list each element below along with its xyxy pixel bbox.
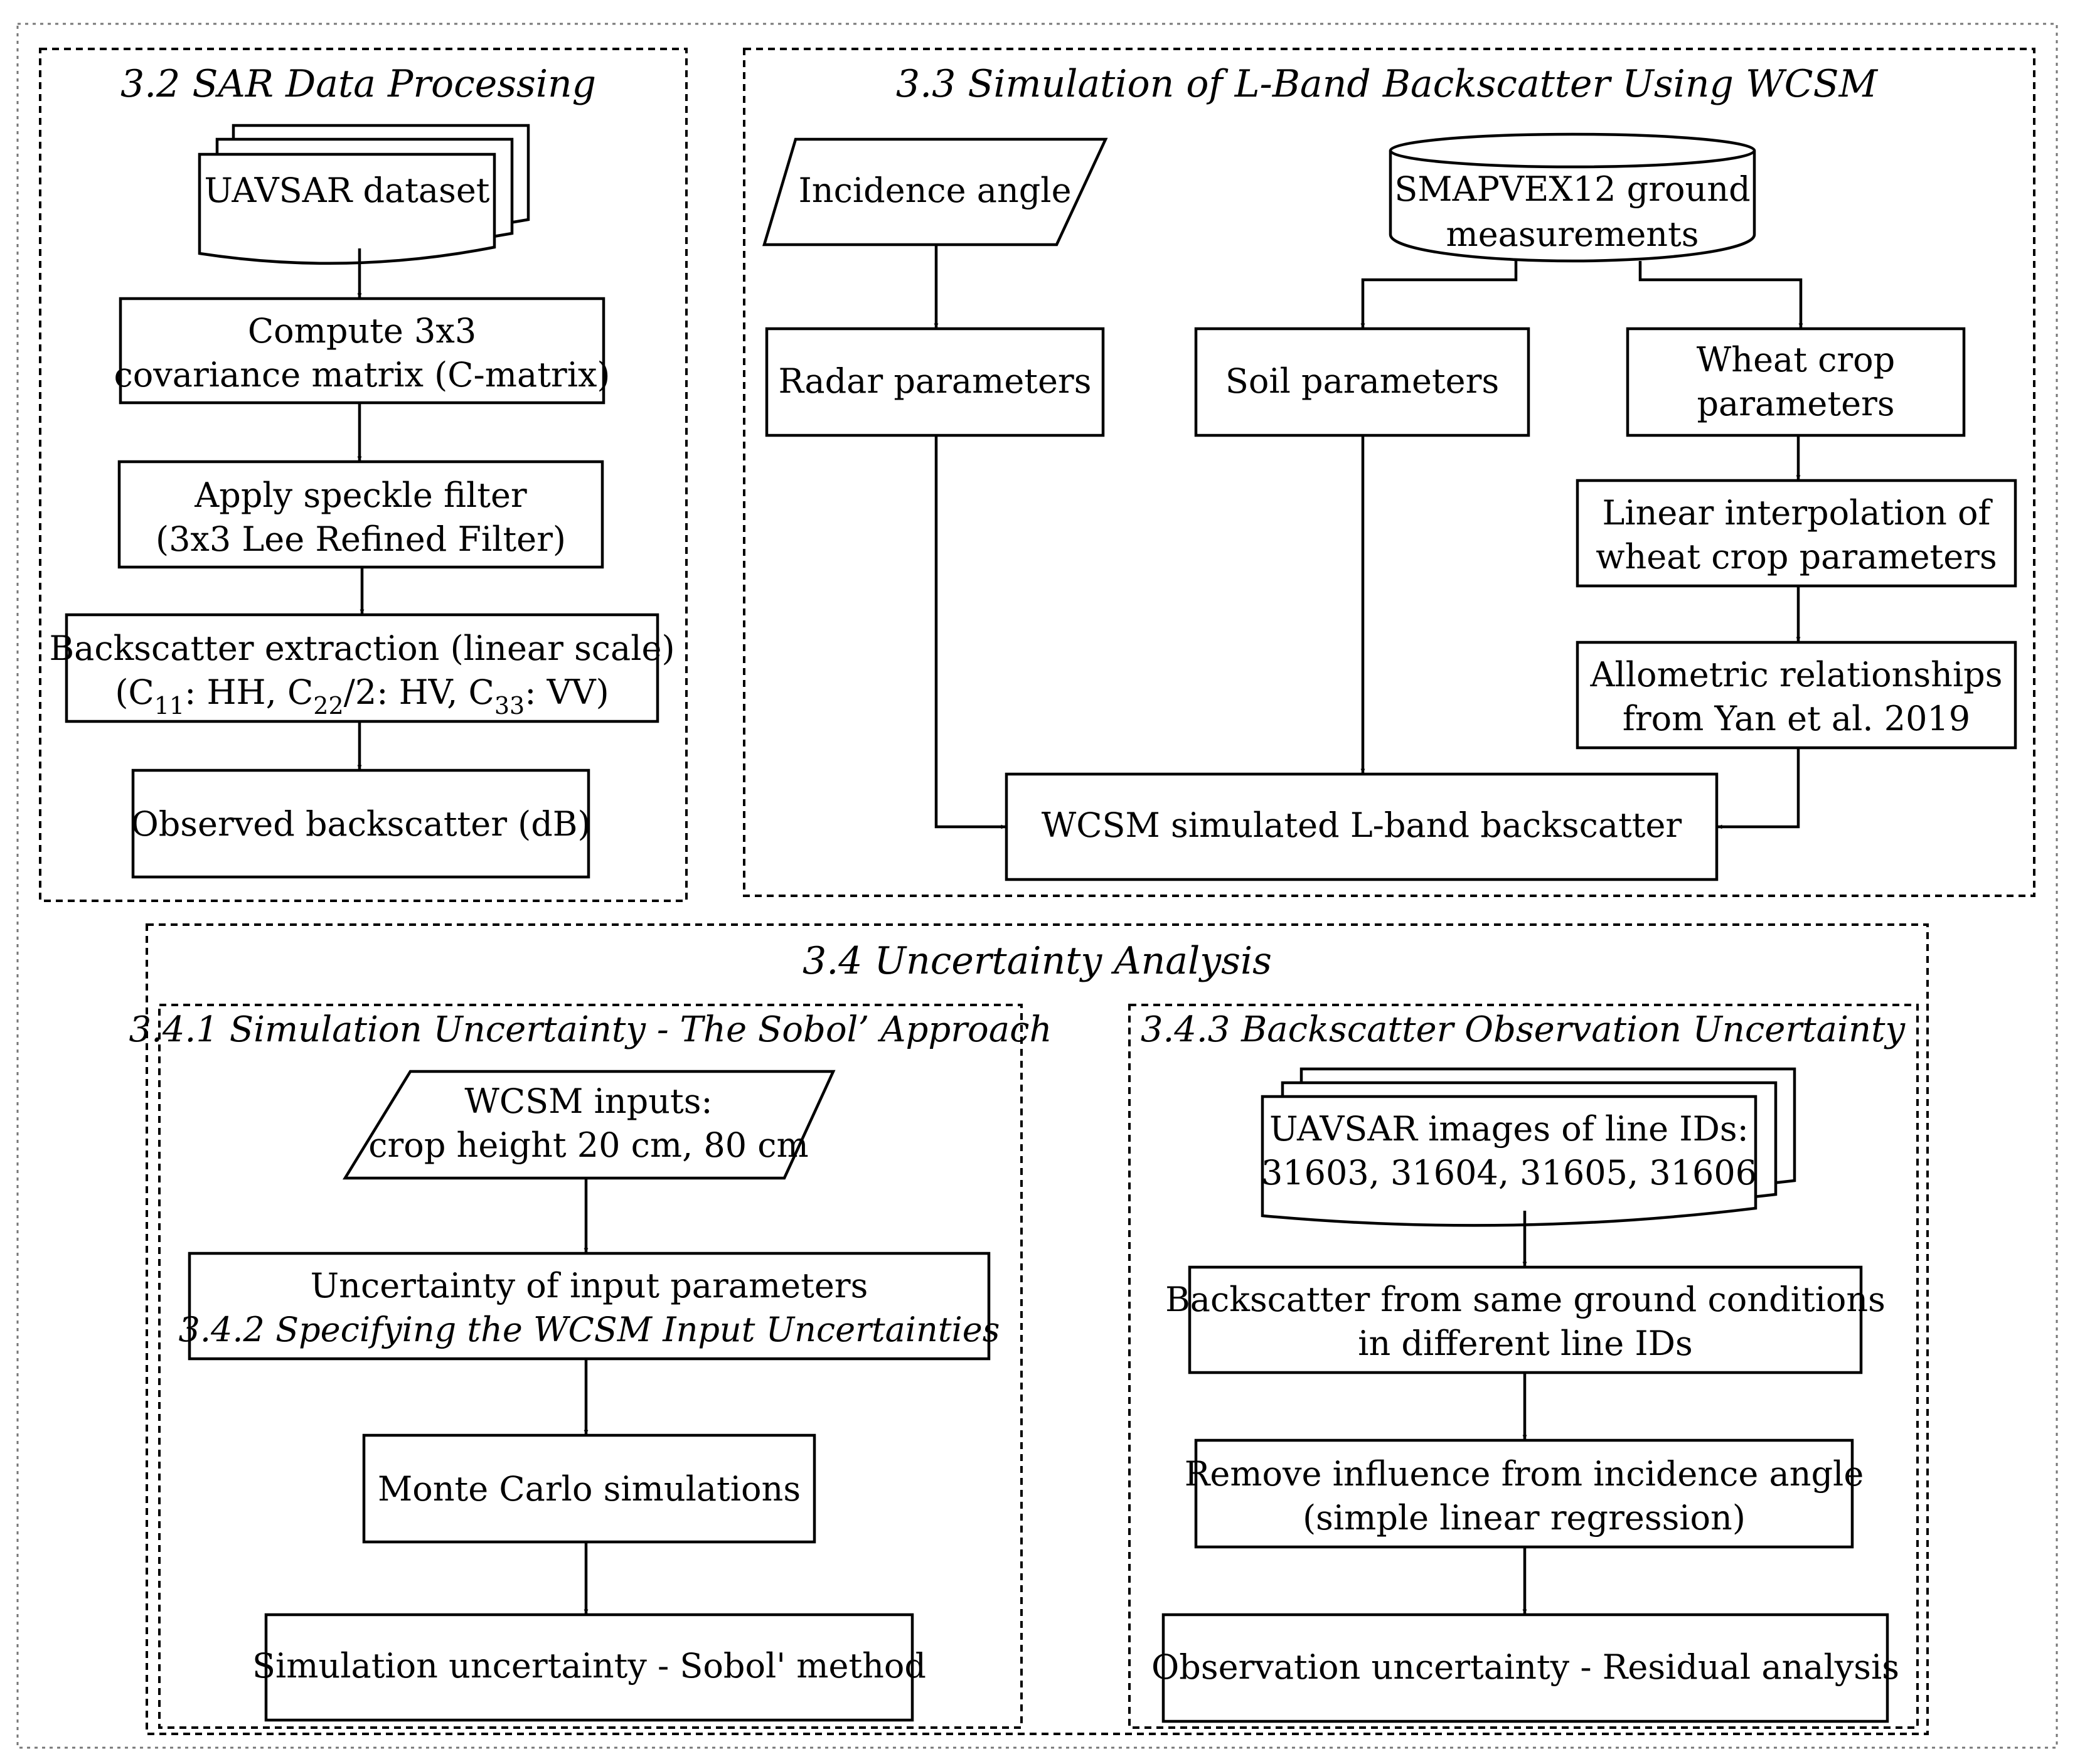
node-remove-incidence: Remove influence from incidence angle (s… bbox=[1185, 1438, 1864, 1549]
arrow-radar-to-wcsm bbox=[934, 435, 1006, 829]
node-speckle-filter: Apply speckle filter (3x3 Lee Refined Fi… bbox=[117, 460, 604, 569]
svg-text:Remove influence from incidenc: Remove influence from incidence angle bbox=[1185, 1454, 1864, 1494]
svg-text:31603, 31604, 31605, 31606: 31603, 31604, 31605, 31606 bbox=[1261, 1153, 1757, 1193]
node-compute-covariance: Compute 3x3 covariance matrix (C-matrix) bbox=[114, 297, 611, 405]
section-sar-title: 3.2 SAR Data Processing bbox=[120, 62, 596, 106]
node-wcsm-simulated: WCSM simulated L-band backscatter bbox=[1005, 772, 1719, 881]
node-radar-parameters: Radar parameters bbox=[765, 327, 1105, 437]
svg-text:Backscatter from same ground c: Backscatter from same ground conditions bbox=[1165, 1280, 1886, 1319]
svg-text:SMAPVEX12 ground: SMAPVEX12 ground bbox=[1394, 169, 1750, 209]
svg-text:wheat crop parameters: wheat crop parameters bbox=[1596, 537, 1997, 576]
svg-text:parameters: parameters bbox=[1697, 384, 1894, 423]
database-cylinder-shape bbox=[1389, 151, 1756, 263]
svg-text:covariance matrix (C-matrix): covariance matrix (C-matrix) bbox=[114, 355, 610, 395]
section-uncertainty-frame bbox=[146, 923, 1929, 1735]
svg-text:measurements: measurements bbox=[1446, 215, 1699, 254]
section-wcsm-title: 3.3 Simulation of L-Band Backscatter Usi… bbox=[896, 62, 1879, 106]
arrow-smapvex-to-wheat bbox=[1638, 261, 1803, 328]
svg-text:(3x3 Lee Refined Filter): (3x3 Lee Refined Filter) bbox=[156, 519, 566, 559]
node-uncertainty-input-parameters: Uncertainty of input parameters 3.4.2 Sp… bbox=[179, 1251, 1000, 1361]
svg-text:in different line IDs: in different line IDs bbox=[1358, 1324, 1693, 1363]
node-smapvex-database: SMAPVEX12 ground measurements bbox=[1389, 132, 1756, 263]
svg-text:UAVSAR images of line IDs:: UAVSAR images of line IDs: bbox=[1269, 1109, 1749, 1149]
svg-text:WCSM inputs:: WCSM inputs: bbox=[464, 1081, 712, 1121]
svg-text:Apply speckle filter: Apply speckle filter bbox=[194, 476, 527, 515]
section-sar-frame bbox=[39, 48, 688, 902]
input-uncertainty-section-ref: 3.4.2 Specifying the WCSM Input Uncertai… bbox=[179, 1310, 1000, 1349]
svg-text:Uncertainty of input parameter: Uncertainty of input parameters bbox=[311, 1266, 868, 1305]
arrow-smapvex-to-soil bbox=[1360, 261, 1518, 328]
node-same-ground-conditions: Backscatter from same ground conditions … bbox=[1165, 1265, 1886, 1374]
svg-text:WCSM simulated L-band backscat: WCSM simulated L-band backscatter bbox=[1042, 805, 1682, 845]
arrow-allometric-to-wcsm bbox=[1717, 748, 1800, 829]
section-wcsm-frame bbox=[743, 48, 2035, 897]
subsection-sobol-frame bbox=[158, 1004, 1023, 1729]
svg-text:Monte Carlo simulations: Monte Carlo simulations bbox=[378, 1469, 801, 1509]
subsection-observation-title: 3.4.3 Backscatter Observation Uncertaint… bbox=[1141, 1009, 1906, 1050]
svg-text:from Yan et al. 2019: from Yan et al. 2019 bbox=[1623, 699, 1970, 738]
node-uavsar-line-ids: UAVSAR images of line IDs: 31603, 31604,… bbox=[1261, 1067, 1796, 1227]
node-monte-carlo: Monte Carlo simulations bbox=[362, 1433, 816, 1544]
svg-text:Wheat crop: Wheat crop bbox=[1697, 340, 1895, 380]
svg-text:(simple linear regression): (simple linear regression) bbox=[1303, 1498, 1746, 1538]
section-uncertainty-title: 3.4 Uncertainty Analysis bbox=[803, 939, 1272, 983]
svg-text:Simulation uncertainty - Sobol: Simulation uncertainty - Sobol' method bbox=[252, 1646, 926, 1686]
svg-text:Soil parameters: Soil parameters bbox=[1225, 361, 1499, 401]
node-allometric-relationships: Allometric relationships from Yan et al.… bbox=[1576, 640, 2017, 750]
svg-text:UAVSAR dataset: UAVSAR dataset bbox=[205, 171, 490, 210]
extraction-channels-text: (C11: HH, C22/2: HV, C33: VV) bbox=[115, 672, 609, 720]
node-simulation-uncertainty: Simulation uncertainty - Sobol' method bbox=[252, 1613, 926, 1722]
node-observation-uncertainty: Observation uncertainty - Residual analy… bbox=[1151, 1613, 1899, 1723]
svg-text:Incidence angle: Incidence angle bbox=[798, 171, 1071, 210]
subsection-observation-frame bbox=[1128, 1004, 1919, 1729]
svg-text:Radar parameters: Radar parameters bbox=[779, 361, 1092, 401]
svg-text:Observation uncertainty - Resi: Observation uncertainty - Residual analy… bbox=[1151, 1647, 1899, 1687]
svg-text:Observed backscatter (dB): Observed backscatter (dB) bbox=[131, 804, 590, 844]
node-soil-parameters: Soil parameters bbox=[1194, 327, 1530, 437]
multi-document-shape-front bbox=[1261, 1095, 1758, 1227]
svg-text:Allometric relationships: Allometric relationships bbox=[1590, 655, 2003, 694]
node-wcsm-inputs: WCSM inputs: crop height 20 cm, 80 cm bbox=[342, 1070, 836, 1180]
node-linear-interpolation: Linear interpolation of wheat crop param… bbox=[1576, 479, 2017, 588]
node-uavsar-dataset: UAVSAR dataset bbox=[198, 124, 530, 265]
outer-frame bbox=[16, 23, 2058, 1749]
multi-document-shape-front bbox=[198, 152, 496, 265]
svg-text:Linear interpolation of: Linear interpolation of bbox=[1602, 493, 1993, 533]
node-incidence-angle: Incidence angle bbox=[762, 137, 1108, 247]
svg-text:crop height 20 cm, 80 cm: crop height 20 cm, 80 cm bbox=[368, 1125, 809, 1165]
node-observed-backscatter: Observed backscatter (dB) bbox=[131, 768, 591, 879]
node-wheat-crop-parameters: Wheat crop parameters bbox=[1626, 327, 1966, 437]
svg-text:Backscatter extraction (linear: Backscatter extraction (linear scale) bbox=[49, 629, 675, 668]
node-backscatter-extraction: Backscatter extraction (linear scale) (C… bbox=[49, 613, 675, 723]
subsection-sobol-title: 3.4.1 Simulation Uncertainty - The Sobol… bbox=[129, 1009, 1052, 1050]
svg-text:Compute 3x3: Compute 3x3 bbox=[248, 311, 476, 351]
